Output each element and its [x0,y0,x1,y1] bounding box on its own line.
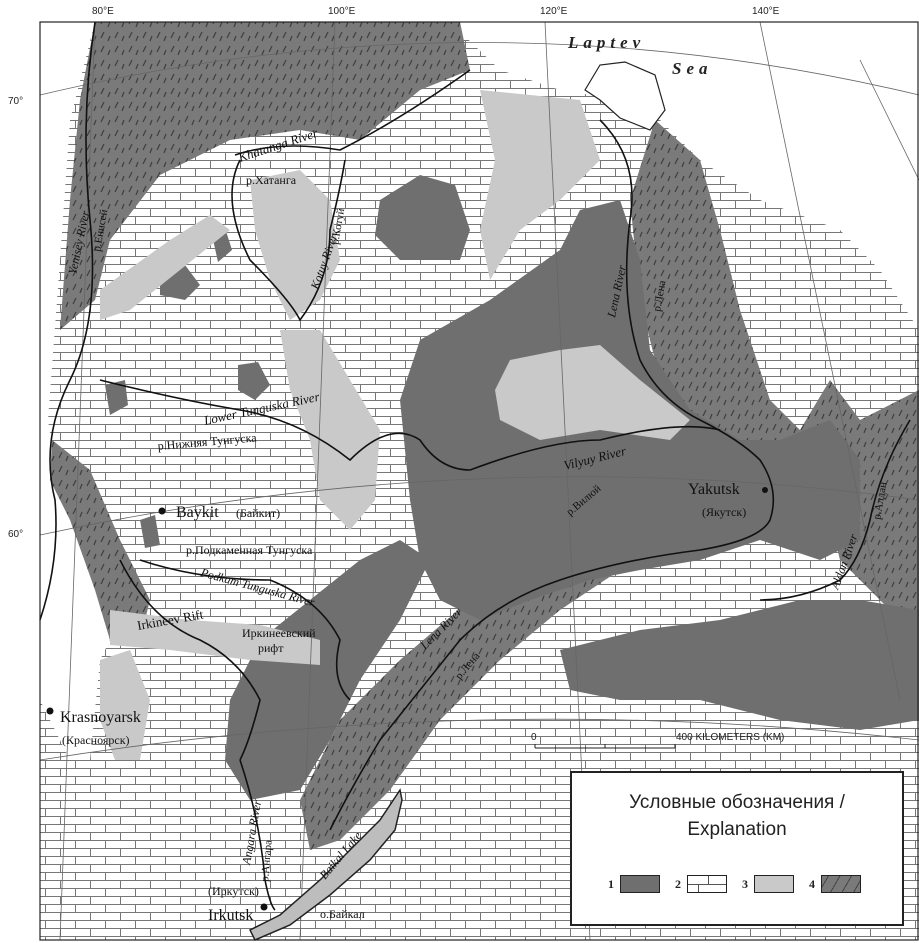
baikal-lake-label-ru: о.Байкал [320,907,365,921]
legend-item-3: 3 [742,875,794,893]
legend-swatch-hatched-fill [821,875,861,893]
legend-swatch-brick-pattern [687,875,727,893]
unit1-southwest [225,540,430,800]
lon-80-label: 80°E [92,6,114,17]
legend-title-line1: Условные обозначения / [629,792,845,813]
lake-baikal [248,788,403,941]
unit1-small-e [140,515,160,548]
legend-num-3: 3 [742,876,748,891]
baykit-label: Baykit [176,504,219,521]
krasnoyarsk-label-ru: (Красноярск) [62,733,130,747]
unit3-vilyuy-zone [495,345,690,440]
scale-label: 400 KILOMETERS (KM) [676,732,784,743]
podkam-tunguska-label-ru: р.Подкаменная Тунгуска [186,543,313,557]
legend-swatch-dark-fill [620,875,660,893]
lat-60-label: 60° [8,529,23,540]
unit3-northwest-band [100,215,230,320]
khatanga-river-label-ru: р.Хатанга [246,173,297,187]
unit1-small-b [238,362,270,400]
city-yakutsk: Yakutsk (Якутск) [688,481,768,519]
unit4-western-fold [50,440,150,640]
unit4-southern-belt [300,540,620,850]
map-frame [39,21,919,941]
yakutsk-label: Yakutsk [688,481,740,498]
baykit-label-ru: (Байкит) [236,506,280,520]
legend-item-2: 2 [675,875,727,893]
irkutsk-label: Irkutsk [208,907,253,924]
legend-title: Условные обозначения / Explanation [572,789,902,843]
laptev-sea-label-2: Sea [672,59,713,78]
city-baykit: Baykit (Байкит) [158,504,280,521]
unit3-southwest-strip [100,650,150,760]
laptev-sea [450,22,919,330]
lena-river-north-label-ru: р.Лена [651,280,668,313]
legend-item-4: 4 [809,875,861,893]
legend-items: 1 2 3 4 [608,872,876,896]
lon-140-label: 140°E [752,6,780,17]
laptev-sea-label-1: Laptev [567,33,645,52]
legend: Условные обозначения / Explanation 1 2 3… [570,771,904,926]
west-siberian-plain [40,22,95,560]
unit1-small-c [105,380,128,415]
unit3-irkineev-rift [110,610,320,665]
legend-title-line2: Explanation [687,819,787,840]
city-irkutsk: Irkutsk (Иркутск) [208,884,268,924]
irkutsk-label-ru: (Иркутск) [208,884,259,898]
unit1-south-band [560,600,919,730]
lon-120-label: 120°E [540,6,568,17]
unit3-anabar-wedge [480,90,600,280]
irkineev-rift-label-ru-2: рифт [258,641,284,655]
irkineev-rift-label-ru-1: Иркинеевский [242,626,316,640]
legend-swatch-light-fill [754,875,794,893]
lena-delta [584,61,666,131]
rivers [39,21,911,911]
scale-zero-label: 0 [531,732,537,743]
legend-item-1: 1 [608,875,660,893]
unit4-north-belt [60,22,470,330]
lat-70-label: 70° [8,96,23,107]
legend-num-4: 4 [809,876,815,891]
unit1-north-blob [375,175,470,260]
city-krasnoyarsk: Krasnoyarsk (Красноярск) [46,707,141,747]
krasnoyarsk-label: Krasnoyarsk [60,709,141,726]
lon-100-label: 100°E [328,6,356,17]
legend-num-1: 1 [608,876,614,891]
unit3-tunguska-zone [280,330,380,530]
legend-num-2: 2 [675,876,681,891]
angara-river-label-ru: р.Ангара [259,839,275,882]
yakutsk-label-ru: (Якутск) [702,505,746,519]
scale-bar: 0 400 KILOMETERS (KM) [531,732,784,749]
